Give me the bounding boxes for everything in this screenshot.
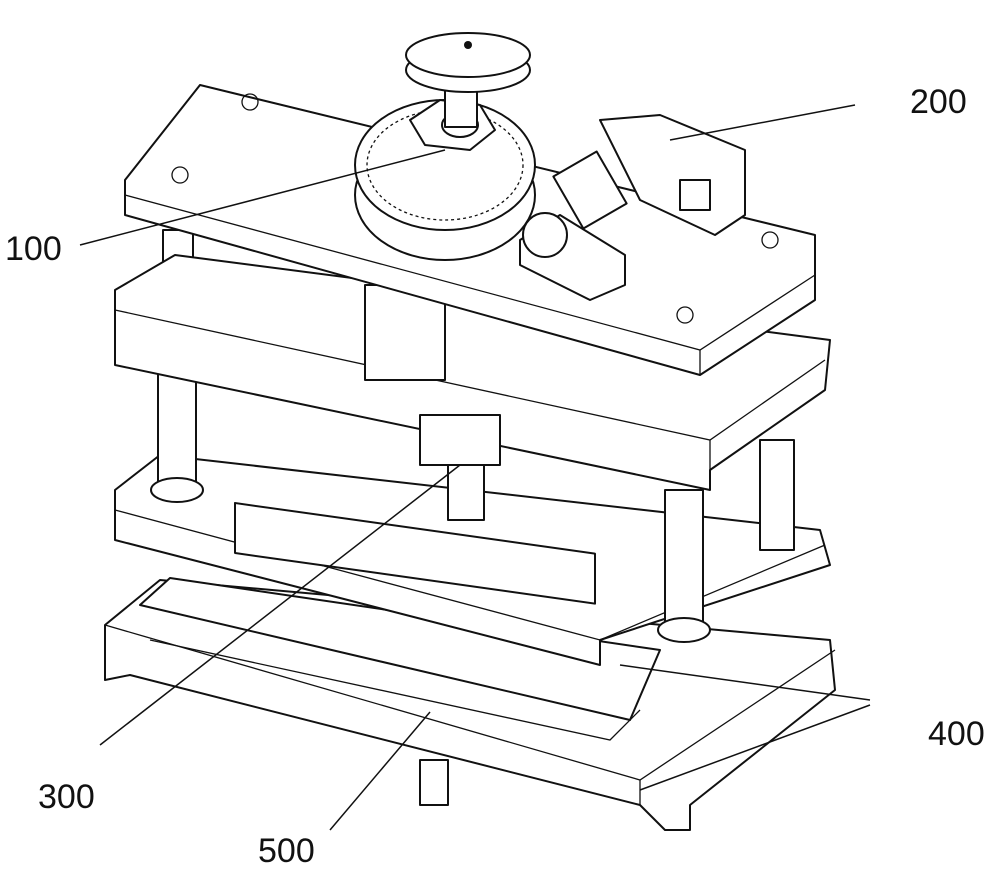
label-400: 400 (928, 715, 985, 753)
bottom-base-plate (104, 579, 836, 831)
label-500: 500 (258, 832, 315, 870)
label-100: 100 (5, 230, 62, 268)
middle-plate (114, 254, 831, 521)
adjusting-gear (354, 32, 536, 261)
lower-plate (114, 454, 831, 666)
label-300: 300 (38, 778, 95, 816)
label-200: 200 (910, 83, 967, 121)
leader-lines (79, 104, 871, 831)
worm-assembly (519, 114, 746, 301)
